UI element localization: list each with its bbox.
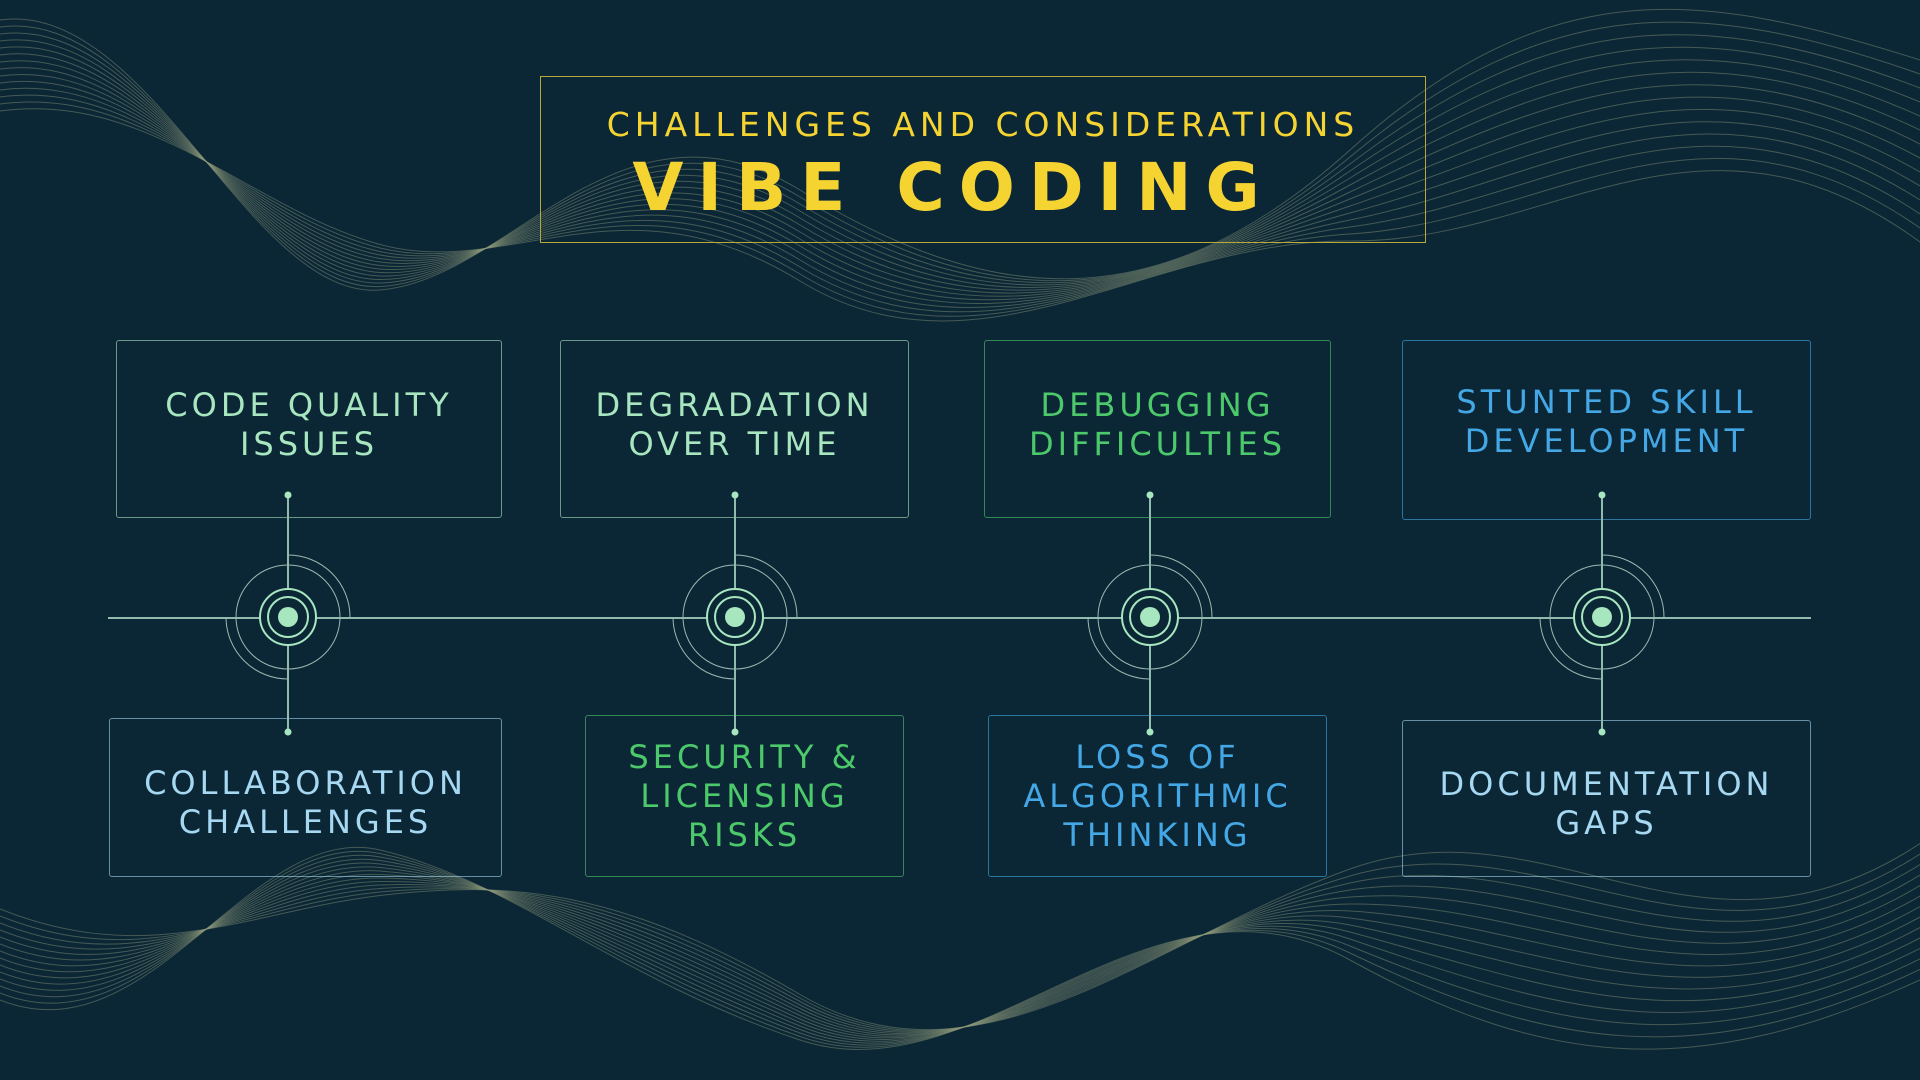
subtitle: CHALLENGES AND CONSIDERATIONS	[606, 105, 1360, 144]
wave-line	[0, 60, 1920, 294]
wave-line	[0, 847, 1920, 1050]
timeline-node-icon	[218, 547, 358, 687]
wave-line	[0, 74, 1920, 301]
wave-line	[0, 46, 1920, 288]
timeline-node-icon	[1080, 547, 1220, 687]
card-stunted-skill: STUNTED SKILL DEVELOPMENT	[1402, 340, 1811, 520]
wave-line	[0, 108, 1920, 322]
wave-line	[0, 67, 1920, 297]
wave-line	[0, 858, 1920, 1044]
wave-line	[0, 94, 1920, 313]
wave-line	[0, 32, 1920, 284]
wave-line	[0, 870, 1920, 1039]
card-security: SECURITY & LICENSING RISKS	[585, 715, 904, 877]
card-debugging: DEBUGGING DIFFICULTIES	[984, 340, 1331, 518]
timeline-node-icon	[665, 547, 805, 687]
connector-dot	[1146, 728, 1154, 736]
wave-line	[0, 862, 1920, 1042]
wave-line	[0, 866, 1920, 1040]
timeline-node-icon	[1532, 547, 1672, 687]
wave-line	[0, 39, 1920, 286]
connector-dot	[731, 491, 739, 499]
connector-dot	[284, 491, 292, 499]
connector-dot	[284, 728, 292, 736]
wave-line	[0, 874, 1920, 1033]
wave-line	[0, 877, 1920, 1036]
wave-line	[0, 87, 1920, 309]
wave-line	[0, 880, 1920, 1035]
wave-line	[0, 873, 1920, 1037]
card-documentation: DOCUMENTATION GAPS	[1402, 720, 1811, 877]
connector-dot	[1146, 491, 1154, 499]
title-box: CHALLENGES AND CONSIDERATIONS VIBE CODIN…	[540, 76, 1426, 243]
wave-line	[0, 853, 1920, 1031]
card-degradation: DEGRADATION OVER TIME	[560, 340, 909, 518]
wave-line	[0, 53, 1920, 291]
card-collaboration: COLLABORATION CHALLENGES	[109, 718, 502, 877]
page-title: VIBE CODING	[632, 149, 1274, 226]
card-code-quality: CODE QUALITY ISSUES	[116, 340, 502, 518]
wave-line	[0, 850, 1920, 1048]
timeline	[108, 617, 1811, 619]
wave-line	[0, 854, 1920, 1046]
connector-dot	[731, 728, 739, 736]
wave-line	[0, 843, 1920, 1031]
card-algorithmic: LOSS OF ALGORITHMIC THINKING	[988, 715, 1327, 877]
wave-line	[0, 21, 1920, 288]
connector-dot	[1598, 728, 1606, 736]
connector-dot	[1598, 491, 1606, 499]
wave-line	[0, 864, 1920, 1032]
wave-line	[0, 101, 1920, 317]
wave-line	[0, 80, 1920, 304]
wave-line	[0, 8, 1920, 291]
